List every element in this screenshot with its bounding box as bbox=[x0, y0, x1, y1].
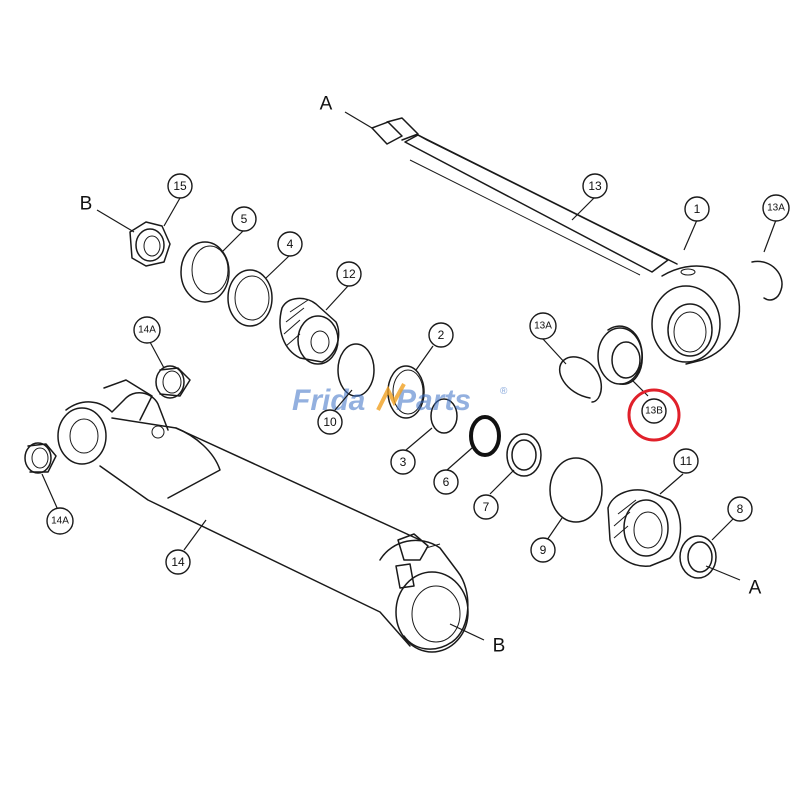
svg-text:11: 11 bbox=[680, 454, 693, 468]
svg-text:13A: 13A bbox=[767, 203, 785, 214]
svg-text:6: 6 bbox=[443, 475, 450, 489]
callout-14a-top: 14A bbox=[133, 316, 161, 344]
svg-text:13A: 13A bbox=[534, 321, 552, 332]
wear-ring-5 bbox=[180, 241, 230, 303]
callout-10: 10 bbox=[317, 409, 343, 435]
seal-7 bbox=[506, 433, 542, 477]
svg-text:1: 1 bbox=[694, 202, 701, 216]
callout-13a-right: 13A bbox=[762, 194, 790, 222]
label-b-barrel: B bbox=[493, 636, 506, 657]
svg-text:14A: 14A bbox=[138, 325, 156, 336]
svg-text:5: 5 bbox=[241, 212, 248, 226]
svg-text:3: 3 bbox=[400, 455, 407, 469]
callout-11: 11 bbox=[673, 448, 699, 474]
bushing-13b bbox=[597, 325, 643, 385]
callout-7: 7 bbox=[473, 494, 499, 520]
svg-text:14: 14 bbox=[171, 555, 185, 569]
callout-15: 15 bbox=[167, 173, 193, 199]
svg-text:8: 8 bbox=[737, 502, 744, 516]
watermark-swoosh-icon bbox=[376, 383, 406, 411]
rod-eye bbox=[651, 265, 740, 365]
callout-8: 8 bbox=[727, 496, 753, 522]
o-ring-6 bbox=[469, 415, 501, 457]
ring-10 bbox=[337, 343, 375, 397]
highlight-ring bbox=[627, 388, 681, 442]
svg-text:2: 2 bbox=[438, 328, 445, 342]
bearing-14a-left bbox=[24, 442, 57, 474]
piston-12 bbox=[279, 297, 340, 365]
label-a-rod-end: A bbox=[320, 94, 333, 115]
cylinder-barrel bbox=[57, 379, 469, 653]
svg-text:9: 9 bbox=[540, 543, 547, 557]
callout-9: 9 bbox=[530, 537, 556, 563]
watermark-registered-mark: ® bbox=[500, 386, 508, 397]
washer-3 bbox=[430, 398, 458, 434]
svg-text:10: 10 bbox=[323, 415, 337, 429]
svg-text:7: 7 bbox=[483, 500, 490, 514]
svg-text:13B: 13B bbox=[645, 406, 663, 417]
callout-14a-left: 14A bbox=[46, 507, 74, 535]
seal-8 bbox=[679, 535, 717, 579]
callout-6: 6 bbox=[433, 469, 459, 495]
callout-2: 2 bbox=[428, 322, 454, 348]
callout-12: 12 bbox=[336, 261, 362, 287]
bearing-14a-top bbox=[155, 365, 191, 399]
callout-3: 3 bbox=[390, 449, 416, 475]
head-11 bbox=[607, 489, 682, 567]
svg-text:14A: 14A bbox=[51, 516, 69, 527]
ring-9 bbox=[549, 457, 603, 523]
callout-13: 13 bbox=[582, 173, 608, 199]
snap-ring-13a-mid bbox=[558, 356, 603, 403]
svg-text:15: 15 bbox=[173, 179, 187, 193]
callout-4: 4 bbox=[277, 231, 303, 257]
watermark-text-part2: Parts bbox=[396, 384, 471, 417]
callout-13b: 13B bbox=[641, 398, 667, 424]
leader-lines bbox=[41, 111, 777, 641]
label-b-nut: B bbox=[80, 194, 93, 215]
snap-ring-13a-right bbox=[751, 260, 783, 301]
callout-1: 1 bbox=[684, 196, 710, 222]
nut-15 bbox=[129, 221, 171, 267]
piston-rod bbox=[371, 117, 678, 276]
callout-14: 14 bbox=[165, 549, 191, 575]
svg-text:4: 4 bbox=[287, 237, 294, 251]
callout-5: 5 bbox=[231, 206, 257, 232]
label-a-head-end: A bbox=[749, 578, 762, 599]
callout-13a-mid: 13A bbox=[529, 312, 557, 340]
svg-text:13: 13 bbox=[588, 179, 602, 193]
svg-text:12: 12 bbox=[342, 267, 356, 281]
ring-4 bbox=[227, 269, 273, 327]
